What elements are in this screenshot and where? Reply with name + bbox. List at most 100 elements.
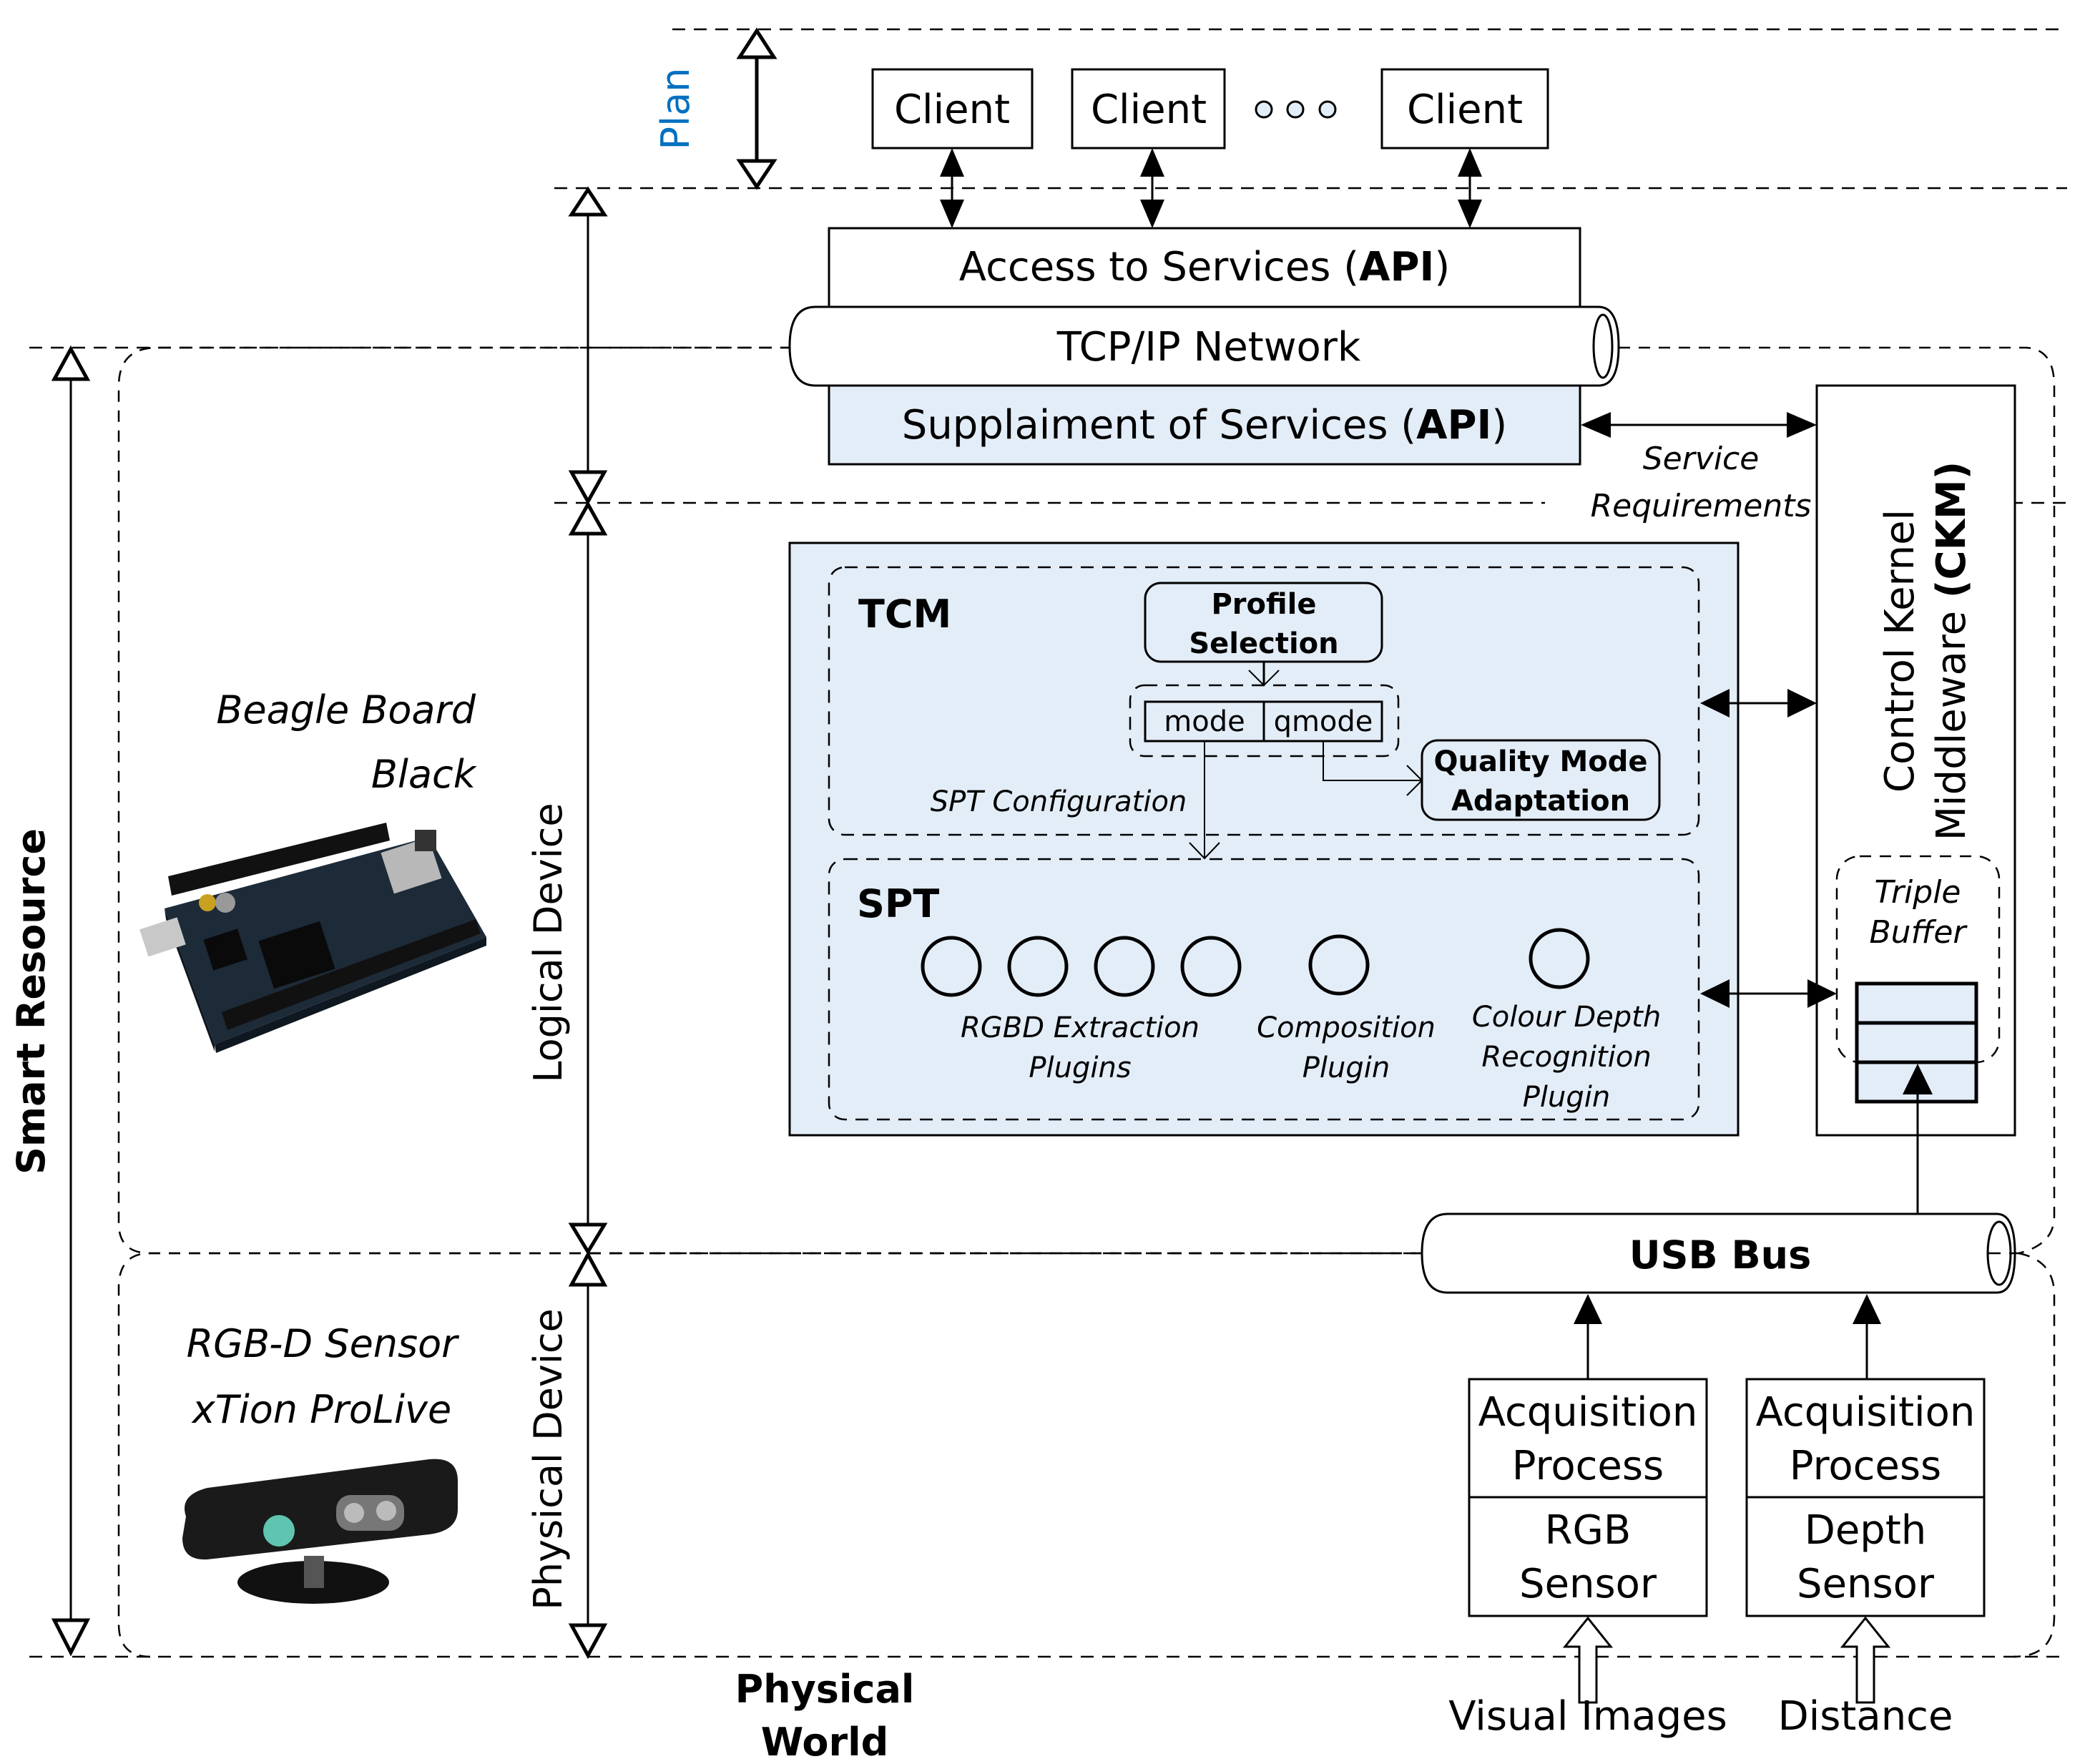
- ellipsis-dot-icon: [1320, 102, 1335, 117]
- usb-bus-label: USB Bus: [1629, 1233, 1811, 1278]
- usb-to-buffer-arrow: [1903, 1064, 1933, 1214]
- sensor-label-2: xTion ProLive: [191, 1387, 451, 1432]
- arrow-up-icon: [1458, 148, 1482, 177]
- qma-label-2: Adaptation: [1451, 785, 1630, 818]
- ellipsis-dot-icon: [1287, 102, 1303, 117]
- ckm-label-2: Middleware (CKM): [1928, 461, 1975, 841]
- profile-selection-label-2: Selection: [1189, 627, 1338, 660]
- board-label-2: Black: [371, 752, 478, 797]
- qmode-cell: qmode: [1274, 705, 1373, 738]
- client-box[interactable]: Client: [1072, 69, 1225, 148]
- access-to-services-api: Access to Services (API): [829, 228, 1580, 307]
- quality-mode-adaptation-box[interactable]: Quality Mode Adaptation: [1422, 740, 1659, 820]
- usb-bus-pipe: USB Bus: [1422, 1214, 2024, 1293]
- triple-buffer-label-1: Triple: [1875, 874, 1961, 911]
- arrow-up-icon: [940, 148, 964, 177]
- sensor-label-2: Sensor: [1519, 1561, 1657, 1607]
- supply-label: Supplaiment of Services (: [902, 402, 1416, 449]
- svg-text:Access to Services (API): Access to Services (API): [959, 244, 1450, 290]
- rgbd-label-2: Plugins: [1029, 1052, 1131, 1084]
- buffer-slot: [1857, 1023, 1976, 1062]
- tcp-ip-network-label: TCP/IP Network: [1056, 324, 1361, 371]
- arrow-down-icon: [1458, 200, 1482, 228]
- spt-title: SPT: [857, 881, 939, 926]
- arrow-left-icon: [1581, 412, 1611, 438]
- arrow-down-icon: [940, 200, 964, 228]
- plan-arrow-up-icon: [740, 31, 774, 57]
- arrow-up-icon: [1140, 148, 1164, 177]
- supplaiment-of-services-api: Supplaiment of Services (API): [829, 386, 1580, 464]
- service-requirements-arrow: Service Requirements: [1581, 412, 1817, 524]
- physical-device-arrow-up-icon: [571, 1255, 604, 1285]
- access-api-bold: API: [1359, 244, 1434, 290]
- ckm-abbrev: (CKM): [1928, 461, 1975, 598]
- input-label: Visual Images: [1448, 1693, 1727, 1740]
- hollow-arrow-up-icon: [1565, 1618, 1611, 1702]
- hollow-arrow-up-icon: [1843, 1618, 1888, 1702]
- ellipsis-dot-icon: [1256, 102, 1272, 117]
- profile-selection-label-1: Profile: [1211, 588, 1316, 621]
- smart-resource-arrow-up-icon: [54, 349, 87, 379]
- supply-api-bold: API: [1416, 402, 1491, 449]
- logical-device-arrow-down-icon: [571, 472, 604, 501]
- spt-configuration-label: SPT Configuration: [931, 785, 1187, 818]
- tcp-ip-network-pipe: TCP/IP Network: [790, 307, 1619, 386]
- access-suffix: ): [1434, 244, 1450, 290]
- svg-text:Supplaiment of Services (API): Supplaiment of Services (API): [902, 402, 1507, 449]
- tcm-title: TCM: [858, 592, 951, 637]
- client-label: Client: [1091, 87, 1207, 133]
- colour-label-1: Colour Depth: [1472, 1001, 1661, 1034]
- physical-world-label-1: Physical: [735, 1667, 915, 1712]
- composition-label-1: Composition: [1257, 1011, 1436, 1044]
- rgbd-label-1: RGBD Extraction: [961, 1011, 1200, 1044]
- input-label: Distance: [1778, 1693, 1953, 1740]
- client-label: Client: [894, 87, 1010, 133]
- access-label: Access to Services (: [959, 244, 1359, 290]
- acq-process-label-2: Process: [1512, 1443, 1664, 1489]
- physical-device-arrow-down-icon: [571, 1625, 604, 1655]
- acq-process-label-1: Acquisition: [1756, 1389, 1976, 1436]
- mode-table: mode qmode: [1145, 702, 1382, 741]
- plan-arrow-down-icon: [740, 161, 774, 187]
- smart-resource-label: Smart Resource: [9, 828, 54, 1175]
- sensor-label-1: Depth: [1805, 1507, 1927, 1554]
- logical-device-lower-arrow-up-icon: [571, 504, 604, 534]
- logical-device-arrow-up-icon: [571, 190, 604, 215]
- arrow-down-icon: [1140, 200, 1164, 228]
- colour-label-2: Recognition: [1481, 1041, 1651, 1074]
- sensor-label-1: RGB: [1545, 1507, 1632, 1554]
- buffer-slot: [1857, 984, 1976, 1023]
- client-box[interactable]: Client: [1382, 69, 1548, 148]
- qma-label-1: Quality Mode: [1433, 745, 1647, 778]
- arrow-right-icon: [1787, 412, 1817, 438]
- acq-process-label-1: Acquisition: [1478, 1389, 1698, 1436]
- beaglebone-board-image: [139, 823, 486, 1053]
- client-label: Client: [1407, 87, 1523, 133]
- ckm-middleware: Middleware: [1928, 598, 1975, 841]
- profile-selection-box[interactable]: Profile Selection: [1145, 583, 1382, 662]
- service-requirements-label-2: Requirements: [1591, 488, 1812, 524]
- logical-device-lower-arrow-down-icon: [571, 1225, 604, 1252]
- acq-process-label-2: Process: [1790, 1443, 1941, 1489]
- mode-cell: mode: [1164, 705, 1245, 738]
- sensor-label-2: Sensor: [1797, 1561, 1935, 1607]
- arrow-up-icon: [1574, 1294, 1602, 1324]
- control-kernel-middleware: Control Kernel Middleware (CKM) Triple B…: [1817, 386, 2015, 1135]
- logical-device-label: Logical Device: [526, 803, 571, 1082]
- rgb-acquisition-module: Acquisition Process RGB Sensor Visual Im…: [1448, 1294, 1727, 1740]
- physical-world-label-2: World: [761, 1720, 889, 1764]
- sensor-label-1: RGB-D Sensor: [187, 1321, 460, 1366]
- triple-buffer-label-2: Buffer: [1870, 914, 1968, 951]
- arrow-up-icon: [1853, 1294, 1881, 1324]
- xtion-sensor-image: [182, 1459, 458, 1604]
- arrow-right-icon: [1787, 689, 1817, 717]
- smart-resource-arrow-down-icon: [54, 1620, 87, 1652]
- depth-acquisition-module: Acquisition Process Depth Sensor Distanc…: [1747, 1294, 1984, 1740]
- physical-device-label: Physical Device: [526, 1308, 571, 1610]
- client-box[interactable]: Client: [873, 69, 1032, 148]
- composition-label-2: Plugin: [1302, 1052, 1390, 1084]
- service-requirements-label-1: Service: [1643, 441, 1760, 477]
- supply-suffix: ): [1491, 402, 1507, 449]
- colour-label-3: Plugin: [1523, 1081, 1610, 1114]
